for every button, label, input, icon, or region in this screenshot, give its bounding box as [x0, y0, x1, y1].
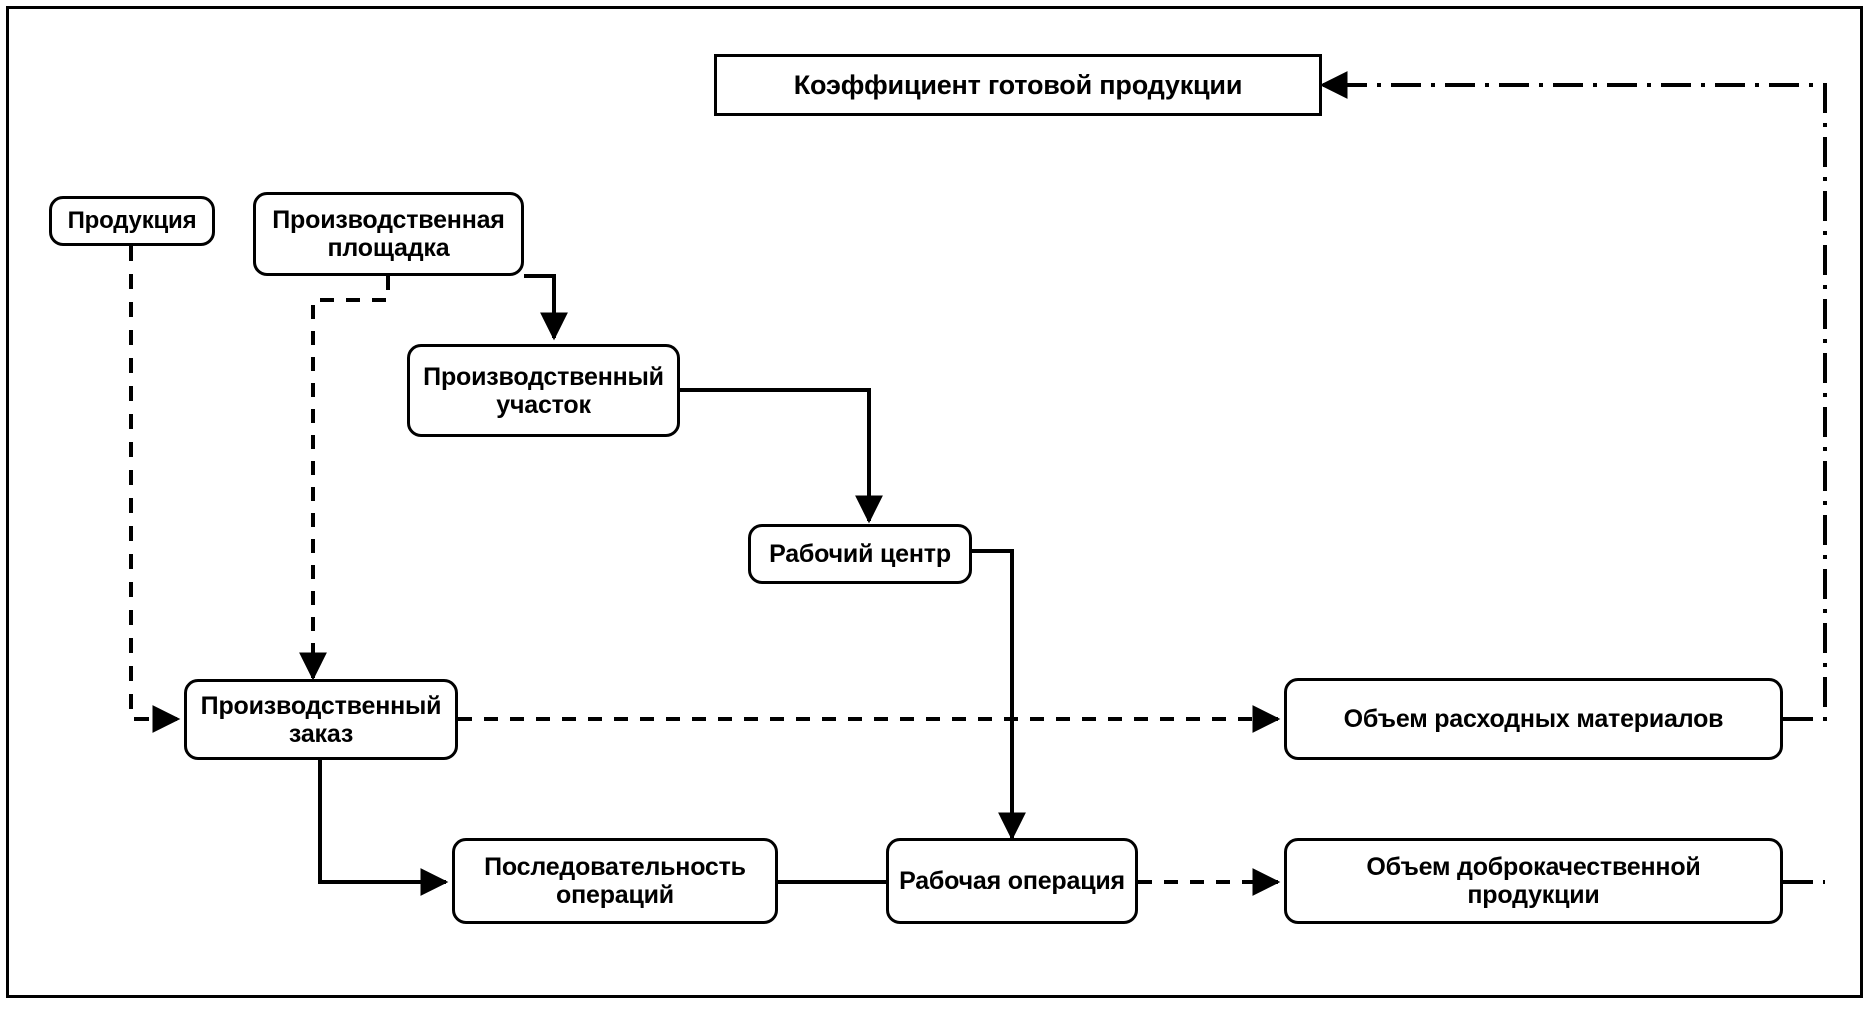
node-production-area[interactable]: Производственный участок: [407, 344, 680, 437]
node-label-work-operation: Рабочая операция: [899, 867, 1125, 895]
node-label-finished-product-ratio: Коэффициент готовой продукции: [793, 69, 1243, 100]
node-work-operation[interactable]: Рабочая операция: [886, 838, 1138, 924]
node-production-order[interactable]: Производственный заказ: [184, 679, 458, 760]
node-consumables-volume[interactable]: Объем расходных материалов: [1284, 678, 1783, 760]
node-label-work-center: Рабочий центр: [769, 540, 951, 568]
node-finished-product-ratio[interactable]: Коэффициент готовой продукции: [714, 54, 1322, 116]
node-label-production-area: Производственный участок: [423, 362, 664, 419]
node-label-quality-volume: Объем доброкачественной продукции: [1366, 853, 1701, 909]
node-label-production-site: Производственная площадка: [272, 206, 505, 262]
node-work-center[interactable]: Рабочий центр: [748, 524, 972, 584]
node-label-production-order: Производственный заказ: [200, 691, 442, 748]
node-production-site[interactable]: Производственная площадка: [253, 192, 524, 276]
node-label-operation-sequence: Последовательность операций: [484, 853, 746, 909]
node-product[interactable]: Продукция: [49, 196, 215, 246]
node-quality-volume[interactable]: Объем доброкачественной продукции: [1284, 838, 1783, 924]
node-label-product: Продукция: [67, 206, 197, 234]
diagram-border-frame: [6, 6, 1863, 998]
node-operation-sequence[interactable]: Последовательность операций: [452, 838, 778, 924]
node-label-consumables-volume: Объем расходных материалов: [1343, 705, 1724, 733]
